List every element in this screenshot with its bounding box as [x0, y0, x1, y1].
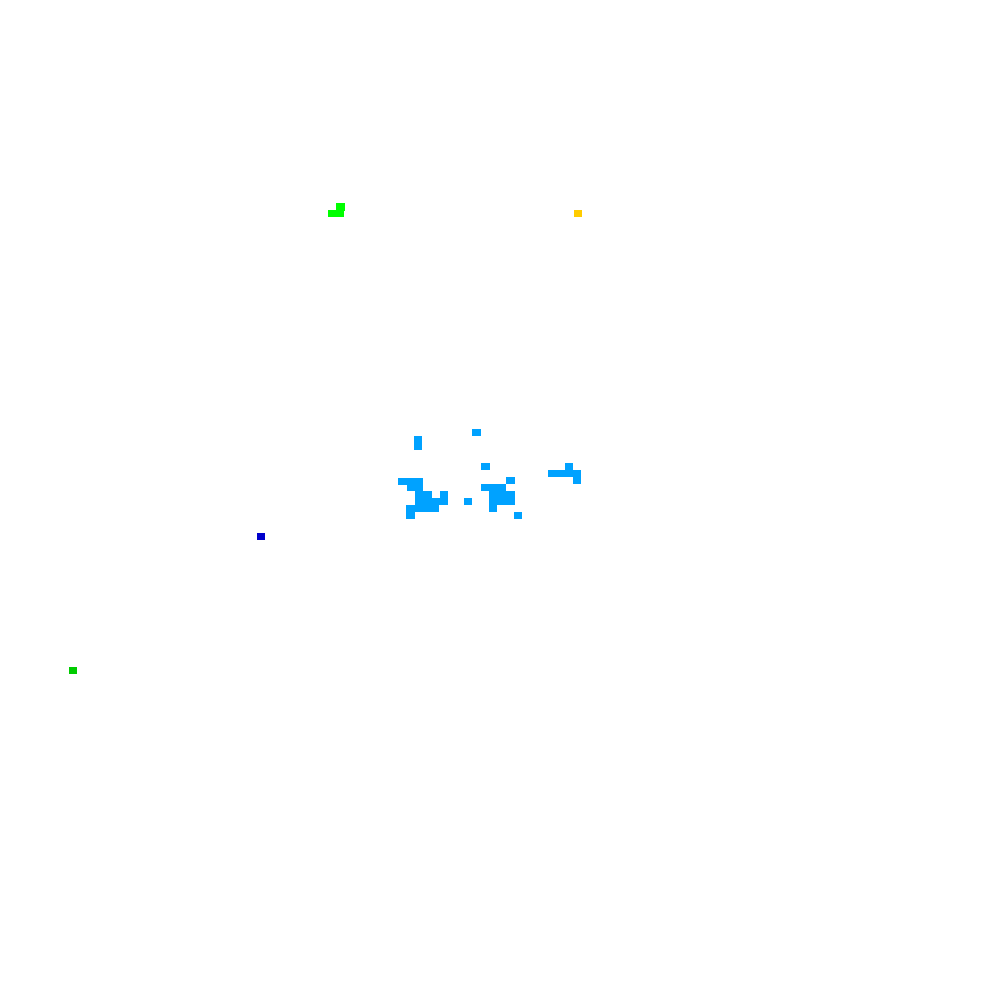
cyan-cluster — [415, 491, 432, 498]
cyan-cluster — [415, 505, 439, 512]
cyan-cluster — [573, 477, 581, 484]
cyan-cluster — [506, 477, 515, 484]
cyan-cluster — [481, 484, 506, 491]
color-blob-group — [69, 203, 582, 674]
cyan-cluster — [514, 512, 522, 519]
blue-dot — [257, 533, 265, 540]
cyan-cluster — [414, 443, 422, 450]
green-blob — [336, 203, 345, 211]
cyan-cluster — [406, 512, 415, 519]
cyan-cluster — [481, 463, 490, 470]
cyan-cluster — [414, 436, 422, 443]
cyan-cluster — [573, 470, 581, 477]
cyan-cluster — [565, 463, 573, 470]
cyan-cluster — [406, 505, 415, 512]
yellow-blob — [574, 210, 582, 217]
cyan-cluster — [407, 484, 423, 491]
green-blob — [328, 210, 344, 217]
cyan-cluster — [464, 498, 472, 505]
green-dot — [69, 667, 77, 674]
cyan-cluster — [440, 491, 448, 498]
cyan-cluster — [472, 429, 481, 436]
cyan-cluster — [415, 498, 448, 505]
cyan-cluster — [548, 470, 573, 477]
cyan-cluster — [489, 491, 515, 498]
cyan-cluster — [407, 478, 423, 485]
cyan-cluster — [489, 505, 497, 512]
cyan-cluster — [489, 498, 515, 505]
